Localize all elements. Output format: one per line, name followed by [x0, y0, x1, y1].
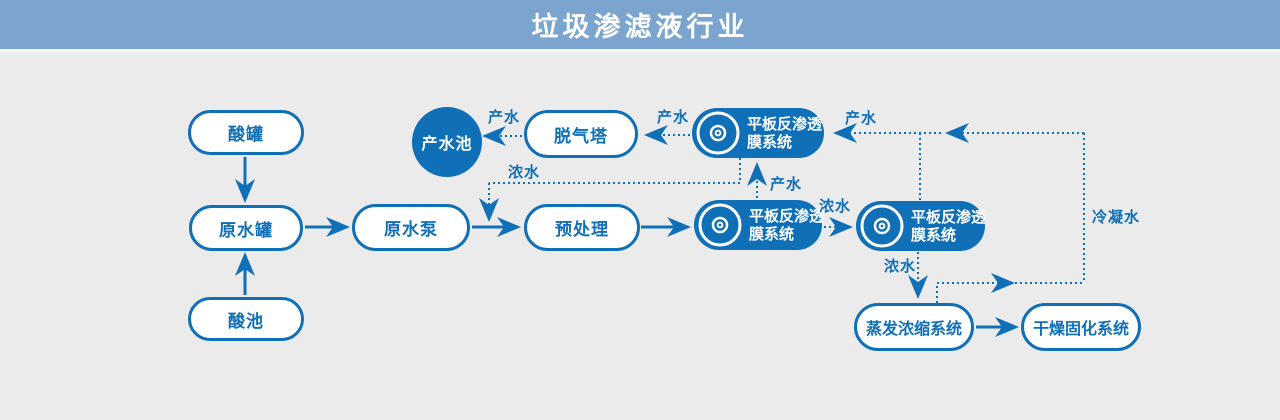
flow-label-condensate: 冷凝水 — [1092, 208, 1141, 226]
node-pretreatment-label: 预处理 — [555, 220, 609, 240]
node-ro-system-top-label: 平板反渗透 膜系统 — [747, 115, 822, 151]
node-acid-tank: 酸罐 — [188, 110, 304, 155]
node-degassing-tower-label: 脱气塔 — [554, 126, 608, 147]
node-acid-tank-label: 酸罐 — [228, 125, 264, 145]
flow-label-concentrate-stage1-to-stage2: 浓水 — [819, 197, 852, 215]
flow-label-product-water-to-pool: 产水 — [488, 108, 521, 126]
solid-flow-lines — [235, 157, 1019, 337]
membrane-disc-icon — [698, 203, 742, 247]
dotted-flow-lines — [479, 123, 1085, 303]
node-raw-water-tank: 原水罐 — [189, 205, 303, 251]
membrane-disc-icon — [860, 204, 904, 248]
node-ro-system-stage2: 平板反渗透 膜系统 — [856, 201, 986, 251]
node-product-water-pool-label: 产水池 — [421, 134, 473, 153]
ro-s1-line2: 膜系统 — [749, 225, 795, 243]
membrane-disc-icon — [696, 111, 740, 155]
node-evaporation-system-label: 蒸发浓缩系统 — [865, 319, 962, 338]
node-evaporation-system: 蒸发浓缩系统 — [854, 303, 974, 351]
node-acid-pool: 酸池 — [188, 297, 304, 341]
node-raw-water-pump-label: 原水泵 — [384, 220, 438, 240]
node-ro-system-stage1: 平板反渗透 膜系统 — [694, 200, 824, 250]
ro-top-line1: 平板反渗透 — [747, 115, 823, 133]
ro-s2-line2: 膜系统 — [911, 226, 957, 244]
node-ro-system-stage1-label: 平板反渗透 膜系统 — [749, 207, 824, 243]
title-bar: 垃圾渗滤液行业 — [0, 0, 1280, 52]
node-acid-pool-label: 酸池 — [228, 311, 264, 332]
node-pretreatment: 预处理 — [524, 204, 640, 251]
node-drying-system: 干燥固化系统 — [1021, 303, 1141, 351]
ro-s2-line1: 平板反渗透 — [911, 208, 987, 226]
node-degassing-tower: 脱气塔 — [524, 110, 638, 158]
node-product-water-pool: 产水池 — [412, 107, 482, 177]
ro-top-line2: 膜系统 — [747, 133, 793, 151]
node-raw-water-tank-label: 原水罐 — [219, 220, 273, 241]
flow-label-concentrate-recycle: 浓水 — [508, 163, 541, 181]
ro-s1-line1: 平板反渗透 — [749, 207, 825, 225]
flow-label-product-water-to-degasser: 产水 — [657, 108, 690, 126]
flow-label-product-water-stage1-up: 产水 — [770, 175, 803, 193]
flow-label-product-water-into-top-ro: 产水 — [845, 109, 878, 127]
node-ro-system-stage2-label: 平板反渗透 膜系统 — [911, 208, 986, 244]
page-title: 垃圾渗滤液行业 — [531, 12, 749, 43]
node-drying-system-label: 干燥固化系统 — [1032, 319, 1129, 338]
node-raw-water-pump: 原水泵 — [352, 204, 470, 251]
node-ro-system-top: 平板反渗透 膜系统 — [692, 108, 824, 158]
flow-label-concentrate-to-evaporator: 浓水 — [884, 257, 917, 275]
